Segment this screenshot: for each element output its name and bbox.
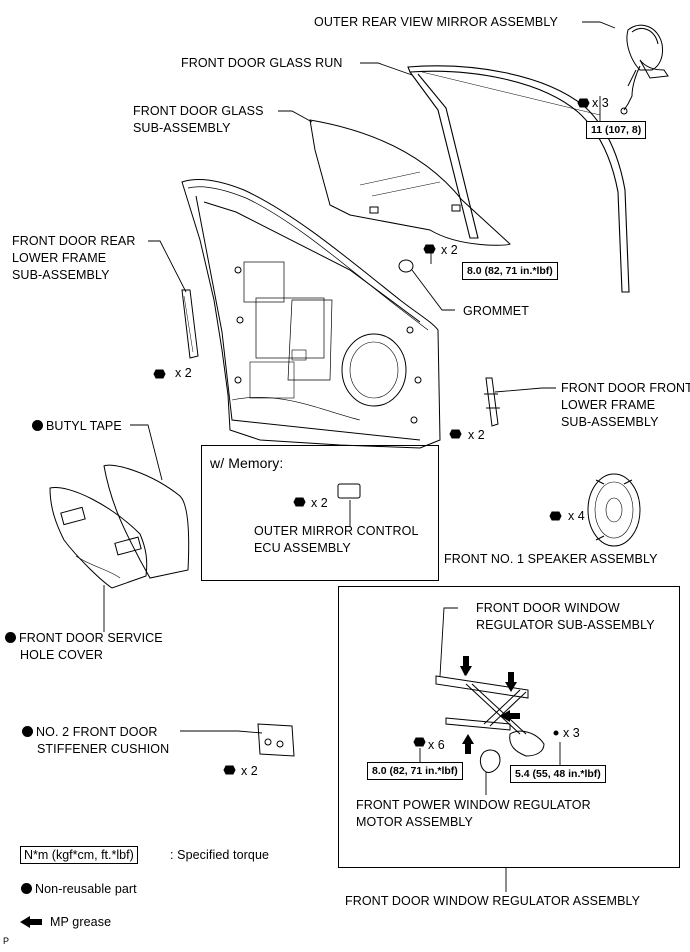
leader-glass-run	[360, 62, 413, 76]
torque-mirror: 11 (107, 8)	[586, 121, 647, 139]
count-speaker: x 4	[568, 509, 585, 523]
label-regulator-sub-1: FRONT DOOR WINDOW	[476, 601, 620, 615]
label-front-frame-2: LOWER FRAME	[561, 398, 656, 412]
leader-mirror	[582, 21, 616, 29]
count-ecu: x 2	[311, 496, 328, 510]
label-ecu-1: OUTER MIRROR CONTROL	[254, 524, 419, 538]
mirror-bolt-icon	[577, 98, 590, 108]
glass-drawing	[309, 119, 511, 246]
label-glass-1: FRONT DOOR GLASS	[133, 104, 264, 118]
leader-lines	[103, 21, 616, 892]
legend-nonreusable-text: Non-reusable part	[35, 882, 137, 896]
grease-arrow-icons	[460, 656, 520, 754]
legend-torque-text: : Specified torque	[170, 848, 270, 862]
label-ecu-2: ECU ASSEMBLY	[254, 541, 351, 555]
legend-nonreusable: Non-reusable part	[21, 881, 137, 897]
count-front-frame: x 2	[468, 428, 485, 442]
nonreusable-dot-icon	[5, 632, 16, 643]
label-butyl-tape: BUTYL TAPE	[32, 418, 122, 434]
label-service-cover-2: HOLE COVER	[20, 648, 103, 662]
door-panel-drawing	[181, 179, 441, 449]
label-service-cover-1-text: FRONT DOOR SERVICE	[19, 631, 163, 645]
ecu-drawing	[293, 483, 361, 507]
count-rear-frame: x 2	[175, 366, 192, 380]
glass-bolt-icon	[423, 244, 436, 254]
count-glass: x 2	[441, 243, 458, 257]
label-regulator-assy: FRONT DOOR WINDOW REGULATOR ASSEMBLY	[345, 894, 641, 908]
label-glass-run: FRONT DOOR GLASS RUN	[181, 56, 343, 70]
count-stiffener: x 2	[241, 764, 258, 778]
count-mirror: x 3	[592, 96, 609, 110]
legend-grease-arrow-icon	[20, 916, 42, 928]
label-mirror: OUTER REAR VIEW MIRROR ASSEMBLY	[314, 15, 558, 29]
label-stiffener-1: NO. 2 FRONT DOOR	[22, 724, 158, 740]
stiffener-drawing	[223, 723, 295, 775]
label-service-cover-1: FRONT DOOR SERVICE	[5, 630, 163, 646]
label-stiffener-2: STIFFENER CUSHION	[37, 742, 170, 756]
label-motor-2: MOTOR ASSEMBLY	[356, 815, 473, 829]
label-stiffener-1-text: NO. 2 FRONT DOOR	[36, 725, 158, 739]
nonreusable-dot-icon	[32, 420, 43, 431]
leader-regulator-sub	[439, 607, 458, 677]
label-rear-frame-1: FRONT DOOR REAR	[12, 234, 136, 248]
leader-front-frame	[494, 387, 556, 393]
legend-grease: MP grease	[50, 915, 112, 929]
service-cover-drawing	[49, 464, 190, 589]
count-regulator-left: x 6	[428, 738, 445, 752]
leader-stiffener	[180, 730, 263, 734]
regulator-drawing	[413, 675, 559, 773]
mirror-drawing	[620, 24, 669, 115]
leader-glass	[278, 110, 313, 123]
label-glass-2: SUB-ASSEMBLY	[133, 121, 231, 135]
label-motor-1: FRONT POWER WINDOW REGULATOR	[356, 798, 591, 812]
label-regulator-sub-2: REGULATOR SUB-ASSEMBLY	[476, 618, 655, 632]
label-grommet: GROMMET	[463, 304, 529, 318]
front-frame-drawing	[449, 377, 500, 439]
count-regulator-right: x 3	[563, 726, 580, 740]
memory-frame	[201, 445, 439, 581]
label-memory-title: w/ Memory:	[210, 455, 284, 471]
glass-run-drawing	[407, 65, 630, 293]
speaker-drawing	[549, 473, 641, 547]
rear-frame-drawing	[153, 289, 199, 379]
label-rear-frame-3: SUB-ASSEMBLY	[12, 268, 110, 282]
label-rear-frame-2: LOWER FRAME	[12, 251, 107, 265]
torque-glass: 8.0 (82, 71 in.*lbf)	[462, 262, 558, 280]
label-speaker: FRONT NO. 1 SPEAKER ASSEMBLY	[444, 552, 658, 566]
leader-rear-frame	[148, 240, 187, 293]
nonreusable-dot-icon	[22, 726, 33, 737]
torque-regulator-left: 8.0 (82, 71 in.*lbf)	[367, 762, 463, 780]
label-front-frame-1: FRONT DOOR FRONT	[561, 381, 690, 395]
corner-mark: P	[3, 936, 10, 946]
grommet-drawing	[398, 259, 414, 273]
leader-butyl	[130, 424, 163, 481]
regulator-frame	[338, 586, 680, 868]
label-front-frame-3: SUB-ASSEMBLY	[561, 415, 659, 429]
torque-regulator-right: 5.4 (55, 48 in.*lbf)	[510, 765, 606, 783]
nonreusable-dot-icon	[21, 883, 32, 894]
leader-grommet	[411, 269, 455, 311]
label-butyl-tape-text: BUTYL TAPE	[46, 419, 122, 433]
legend-torque-box: N*m (kgf*cm, ft.*lbf)	[20, 846, 138, 864]
